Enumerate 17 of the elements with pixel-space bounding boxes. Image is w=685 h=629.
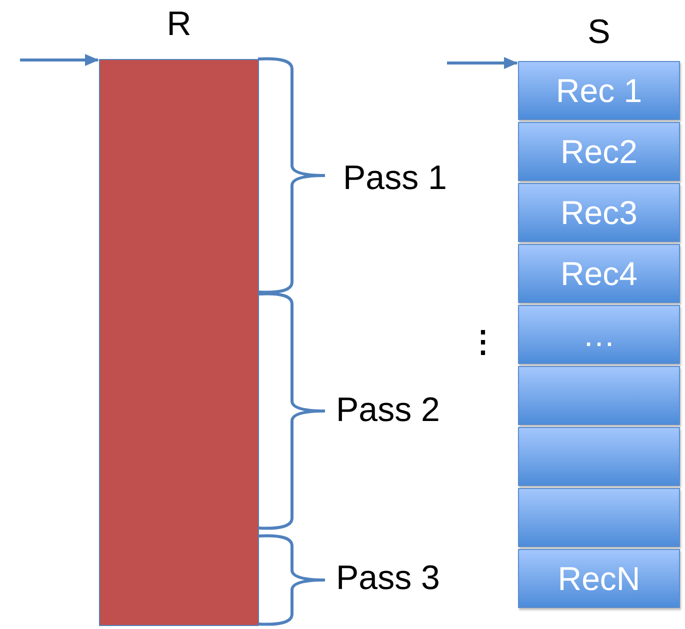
record-box: Rec2 [518,122,680,181]
record-box [518,488,680,547]
record-box: … [518,305,680,364]
record-box: Rec4 [518,244,680,303]
record-box: Rec3 [518,183,680,242]
pass-label: Pass 2 [336,390,440,430]
node-heading: S [586,12,612,52]
pass-label: Pass 3 [336,558,440,598]
record-box [518,366,680,425]
record-box [518,427,680,486]
record-box: Rec 1 [518,61,680,120]
vertical-ellipsis: ⋮ [468,326,498,360]
record-box: RecN [518,549,680,608]
pass-label: Pass 1 [343,158,447,198]
node-heading: R [166,4,192,44]
arrow [20,54,99,66]
arrow [447,57,518,69]
